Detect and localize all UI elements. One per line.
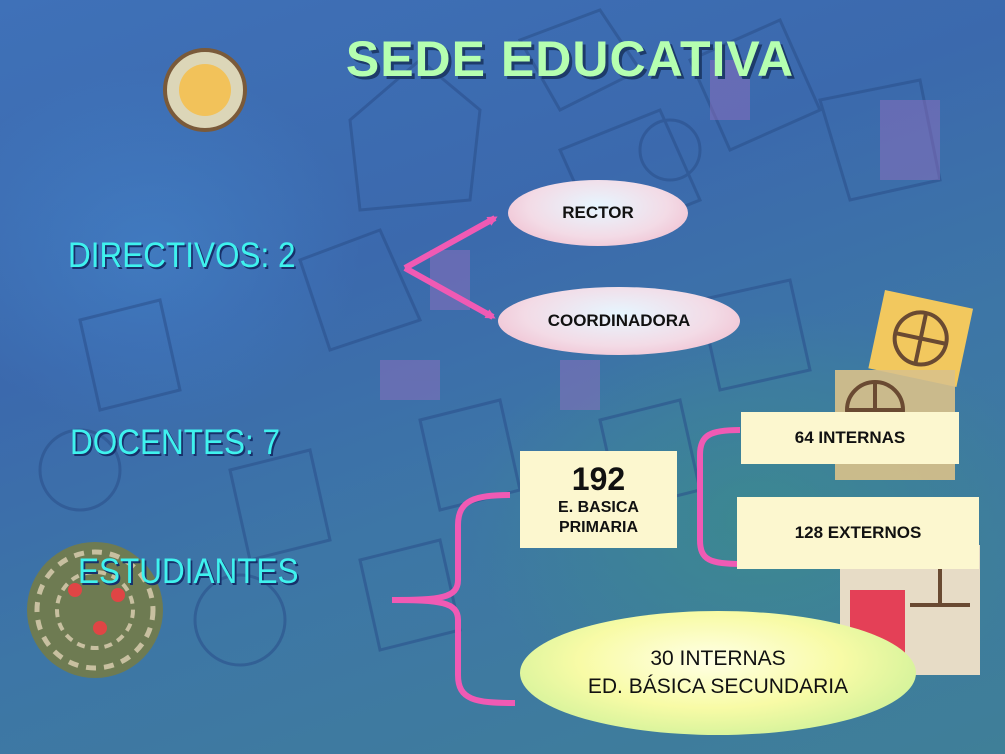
slide-title: SEDE EDUCATIVA [345,31,795,87]
internas-text: 64 INTERNAS [794,428,906,447]
coordinadora-text: COORDINADORA [547,311,691,330]
primaria-line1: E. BASICA [558,498,639,516]
directivos-arrows [403,215,498,320]
arrow-to-coordinadora [403,265,496,320]
directivos-label: DIRECTIVOS: 2 [68,236,296,275]
coordinadora-node: COORDINADORA [498,287,740,355]
externos-box: 128 EXTERNOS [737,497,979,569]
estudiantes-brace [391,492,516,706]
primaria-line2: PRIMARIA [558,518,639,536]
rector-node: RECTOR [508,180,688,246]
internas-box: 64 INTERNAS [741,412,959,464]
primaria-box: 192 E. BASICA PRIMARIA [520,451,677,548]
estudiantes-label: ESTUDIANTES [78,552,299,591]
rector-text: RECTOR [562,203,634,222]
externos-text: 128 EXTERNOS [794,523,922,542]
primaria-count: 192 [571,460,626,497]
secundaria-node: 30 INTERNAS ED. BÁSICA SECUNDARIA [520,611,916,735]
secundaria-line2: ED. BÁSICA SECUNDARIA [587,675,849,698]
docentes-label: DOCENTES: 7 [70,423,281,462]
primaria-brace [697,427,743,567]
secundaria-line1: 30 INTERNAS [650,647,786,670]
arrow-to-rector [403,215,498,271]
